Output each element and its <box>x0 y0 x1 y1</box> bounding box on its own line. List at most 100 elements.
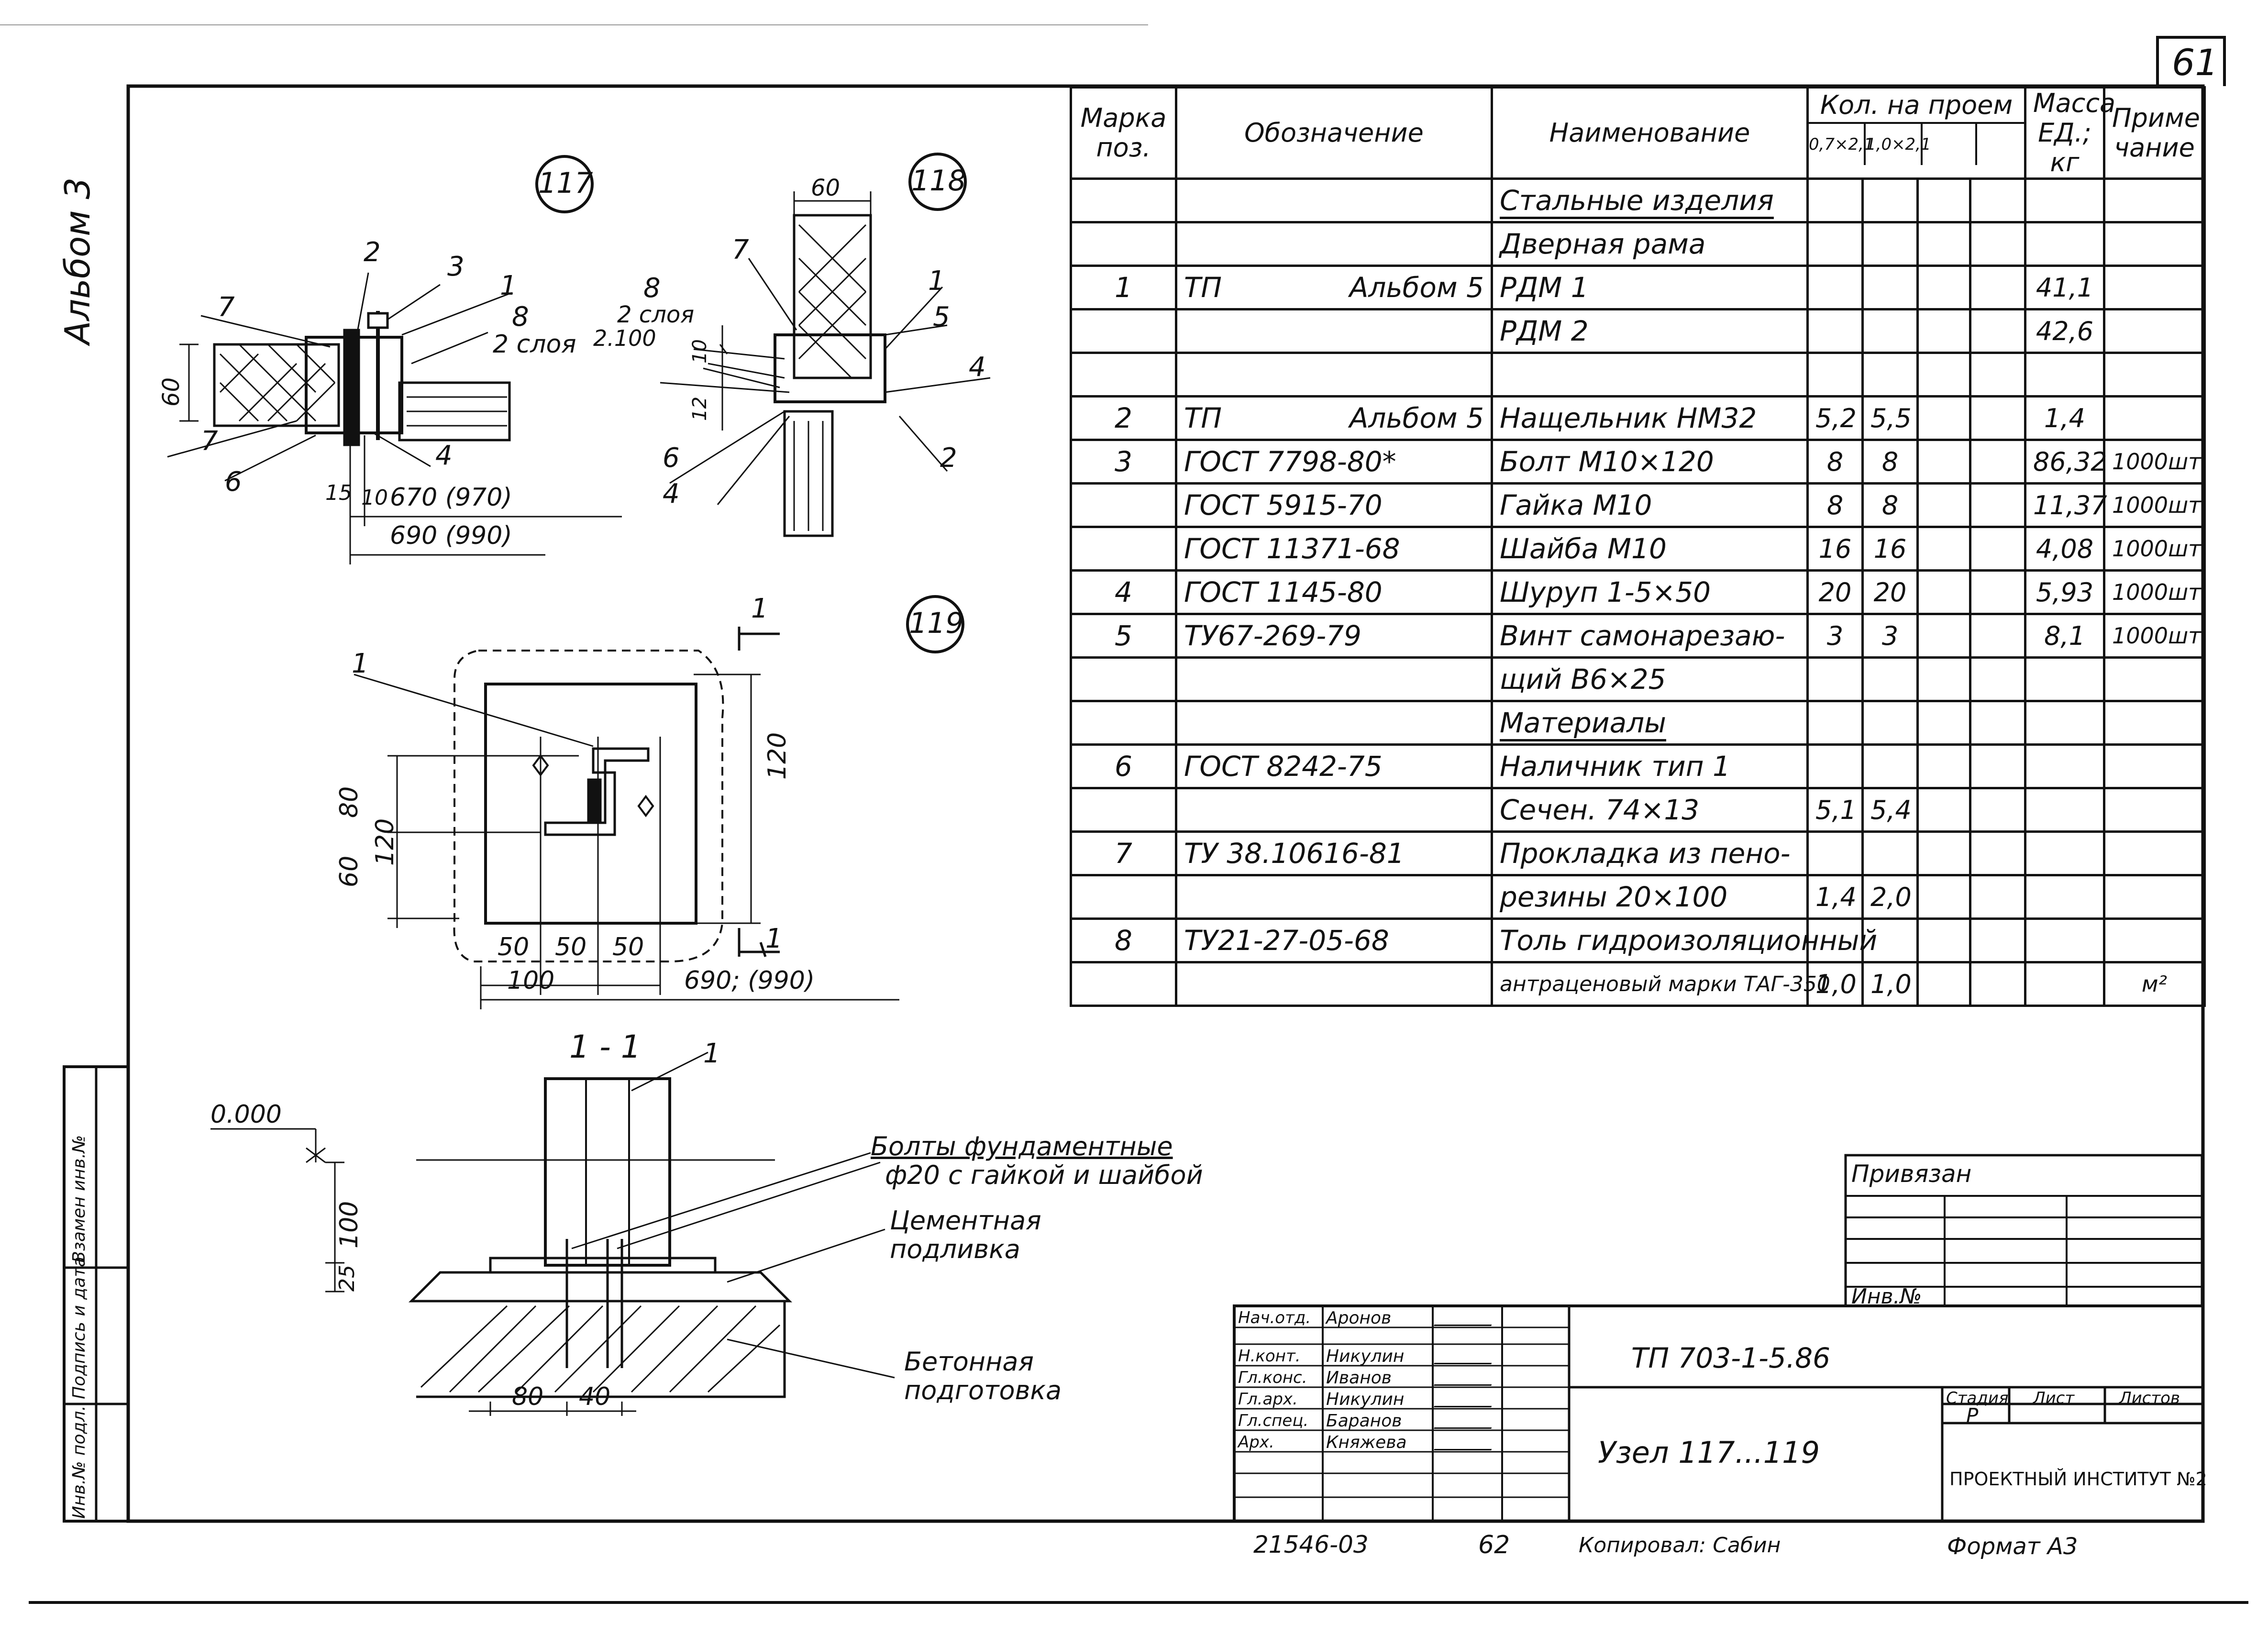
row-qty-d <box>1969 265 2026 311</box>
row-note <box>2103 265 2206 311</box>
header-qty-group: Кол. на проем 0,7×2,1 1,0×2,1 <box>1806 86 2026 180</box>
row-qty-b <box>1861 221 1919 267</box>
row-mass: 4,08 <box>2024 526 2105 572</box>
row-note: м² <box>2103 961 2206 1007</box>
row-mass: 86,32 <box>2024 439 2107 485</box>
row-qty-c <box>1916 613 1971 659</box>
note-cement-grout-2: подливка <box>890 1234 1020 1264</box>
node-117-callout-7a: 7 <box>218 292 235 323</box>
approval-role: Н.конт. <box>1238 1347 1301 1366</box>
approval-role: Арх. <box>1238 1433 1274 1452</box>
privyazan-inv: Инв.№ <box>1851 1284 1922 1309</box>
row-note <box>2103 352 2206 398</box>
album-label: Альбом 3 <box>57 177 98 344</box>
row-designation <box>1175 961 1493 1007</box>
spec-header-row: Марка поз. Обозначение Наименование Кол.… <box>1070 86 2206 180</box>
row-mass: 41,1 <box>2024 265 2105 311</box>
node-117-dim-15: 15 <box>325 481 352 505</box>
approval-name: Никулин <box>1326 1390 1405 1409</box>
node-118-callout-4b: 4 <box>663 478 680 509</box>
designation-album: Альбом 5 <box>1349 271 1484 304</box>
row-qty-c <box>1916 917 1971 964</box>
header-qty: Кол. на проем <box>1809 88 2024 124</box>
approval-role: Гл.конс. <box>1238 1368 1307 1387</box>
node-118-callout-2: 2 <box>940 442 957 474</box>
section-1-1-callout: 1 <box>703 1038 720 1069</box>
row-designation: ТУ21-27-05-68 <box>1175 917 1493 964</box>
row-name: Нащельник НМ32 <box>1491 395 1809 442</box>
row-qty-b <box>1861 700 1919 746</box>
node-118-callout-1: 1 <box>928 265 945 297</box>
signature-mark <box>1434 1430 1499 1450</box>
row-mark <box>1070 700 1177 746</box>
row-qty-d <box>1969 830 2026 877</box>
row-qty-c <box>1916 961 1971 1007</box>
node-118-callout-4a: 4 <box>969 352 986 383</box>
row-designation <box>1175 656 1493 703</box>
note-concrete-prep: Бетонная <box>904 1347 1034 1377</box>
row-mass <box>2024 961 2105 1007</box>
row-qty-c <box>1916 700 1971 746</box>
row-qty-a: 20 <box>1806 569 1864 616</box>
row-qty-a: 8 <box>1806 439 1864 485</box>
row-designation: ТУ67-269-79 <box>1175 613 1493 659</box>
table-row <box>1070 352 2206 398</box>
row-qty-b: 8 <box>1861 439 1919 485</box>
privyazan-title: Привязан <box>1851 1160 1972 1188</box>
row-qty-a: 5,1 <box>1806 787 1864 833</box>
sheet-label: Лист <box>2033 1389 2075 1408</box>
node-117-callout-3: 3 <box>447 251 465 282</box>
row-qty-b: 5,4 <box>1861 787 1919 833</box>
row-designation <box>1175 874 1493 920</box>
row-qty-a <box>1806 308 1864 354</box>
row-mark <box>1070 874 1177 920</box>
approval-name: Иванов <box>1326 1368 1392 1388</box>
row-name: Сечен. 74×13 <box>1491 787 1809 833</box>
node-118-callout-7: 7 <box>732 234 749 265</box>
designation-album: Альбом 5 <box>1349 402 1484 435</box>
row-note: 1000шт. <box>2103 439 2208 485</box>
row-qty-a: 1,0 <box>1806 961 1864 1007</box>
node-117-dim-60: 60 <box>158 377 185 407</box>
approval-role: Нач.отд. <box>1238 1308 1311 1327</box>
section-dim-25: 25 <box>335 1265 359 1292</box>
row-designation <box>1175 177 1493 224</box>
row-qty-d <box>1969 656 2026 703</box>
row-qty-d <box>1969 308 2026 354</box>
row-qty-d <box>1969 395 2026 442</box>
row-qty-a <box>1806 265 1864 311</box>
row-mark: 1 <box>1070 265 1177 311</box>
node-119-label: 119 <box>909 607 964 640</box>
row-designation <box>1175 221 1493 267</box>
row-qty-c <box>1916 482 1971 529</box>
designation-text: ТП <box>1184 402 1222 435</box>
row-mass: 8,1 <box>2024 613 2105 659</box>
table-row: Дверная рама <box>1070 221 2206 267</box>
approval-name: Княжева <box>1326 1433 1407 1452</box>
designation-text: ТУ21-27-05-68 <box>1184 924 1389 957</box>
specification-table: Марка поз. Обозначение Наименование Кол.… <box>1070 86 2208 1007</box>
row-qty-c <box>1916 830 1971 877</box>
designation-text: ГОСТ 11371-68 <box>1184 532 1400 565</box>
row-mark <box>1070 656 1177 703</box>
row-qty-a <box>1806 352 1864 398</box>
node-118-callout-layers: 2 слоя <box>617 301 695 328</box>
row-note: 1000шт. <box>2103 526 2208 572</box>
node-117-callout-4: 4 <box>435 440 453 471</box>
row-mass <box>2024 656 2105 703</box>
row-qty-d <box>1969 961 2026 1007</box>
node-119-dim-50a: 50 <box>498 933 530 961</box>
header-name: Наименование <box>1491 86 1809 180</box>
row-qty-c <box>1916 221 1971 267</box>
row-qty-c <box>1916 569 1971 616</box>
row-designation <box>1175 700 1493 746</box>
node-118-dim-12: 12 <box>689 397 711 421</box>
approval-name: Аронов <box>1326 1308 1392 1328</box>
row-note <box>2103 743 2206 790</box>
doc-code: ТП 703-1-5.86 <box>1631 1342 1831 1374</box>
